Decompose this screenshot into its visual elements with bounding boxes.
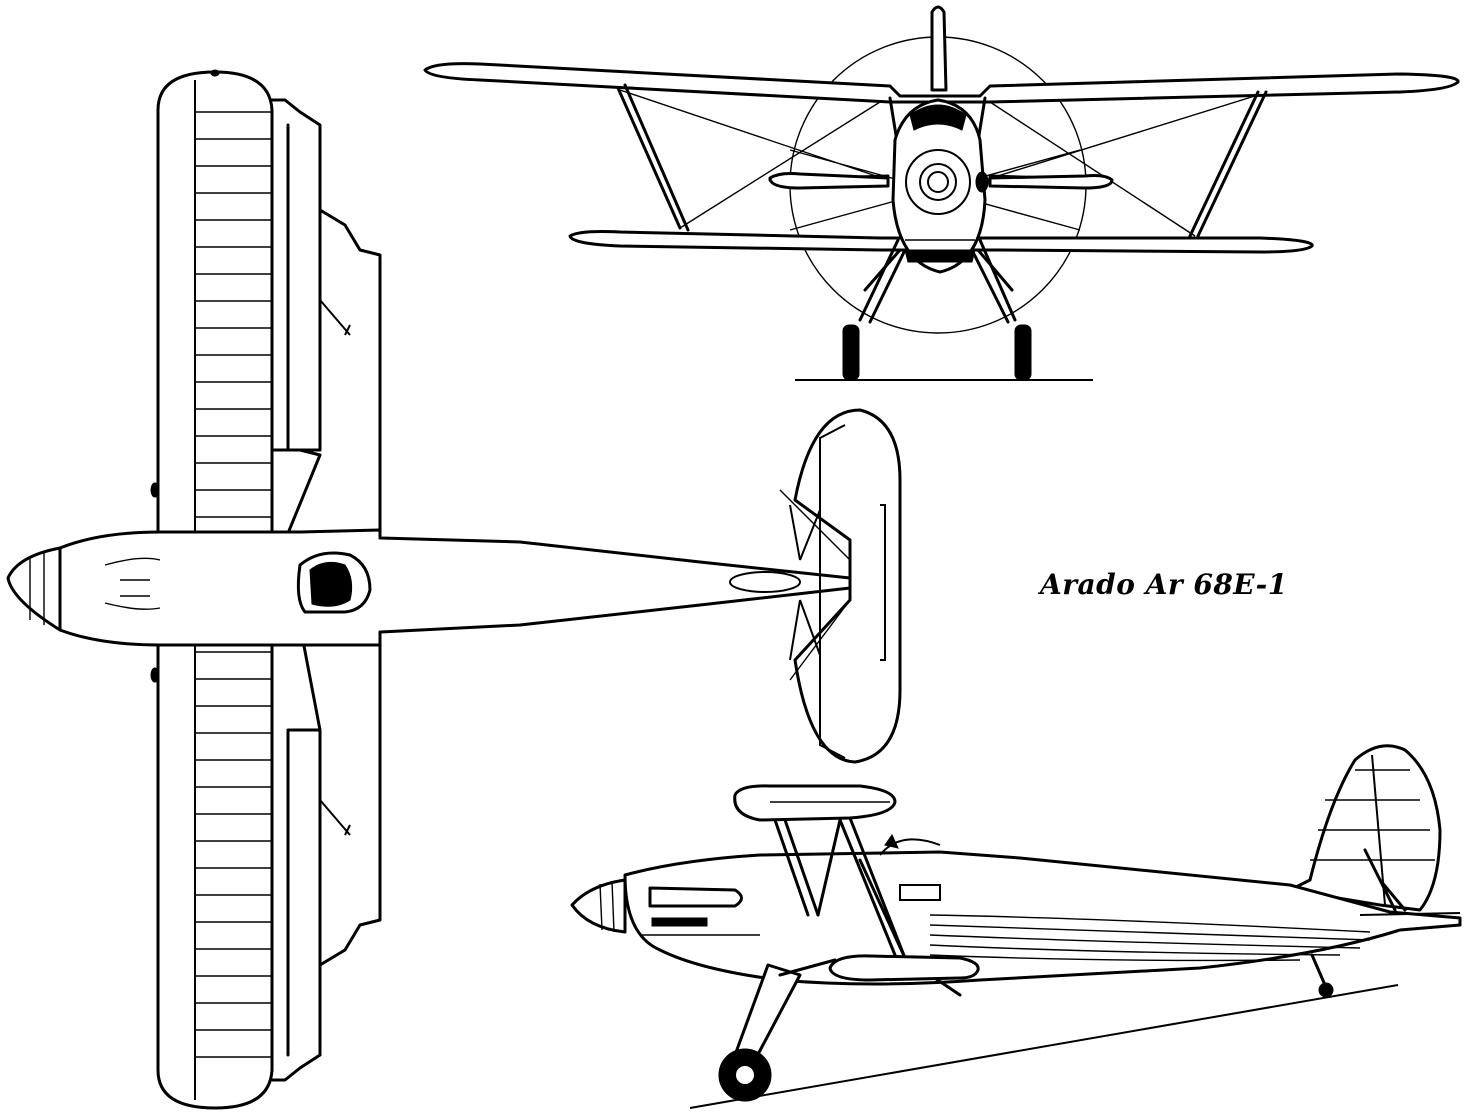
top-view-spinner: [6, 546, 62, 632]
front-view-left-wheel: [842, 324, 860, 381]
side-view-spinner: [570, 878, 627, 934]
side-view-fin: [1288, 744, 1442, 912]
side-view: [570, 744, 1462, 1109]
front-view-upper-wing: [423, 62, 1460, 104]
aircraft-title: Arado Ar 68E-1: [1040, 568, 1288, 601]
front-view-right-wheel: [1014, 324, 1032, 381]
top-view-fuselage: [58, 528, 852, 647]
side-view-upper-wing: [733, 784, 897, 822]
top-view: [6, 69, 902, 1110]
side-view-lower-wing: [828, 954, 980, 982]
front-view: [423, 5, 1460, 381]
